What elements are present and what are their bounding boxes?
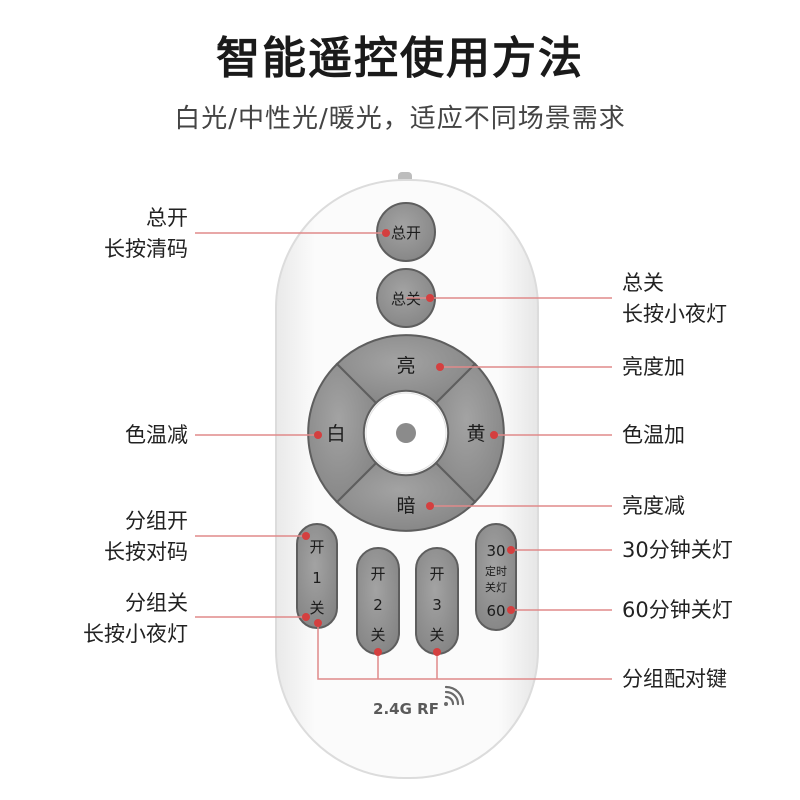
master-on-label: 总开 [391, 224, 421, 242]
callout-master-off-line2: 长按小夜灯 [622, 302, 727, 326]
group-3-number: 3 [432, 596, 442, 614]
group-2-on-label: 开 [370, 565, 385, 583]
group-3-off-label: 关 [429, 626, 444, 644]
dpad: 亮 黄 暗 白 [307, 334, 505, 532]
brightness-up-button[interactable]: 亮 [335, 334, 477, 405]
callout-brightness-up: 亮度加 [622, 352, 685, 383]
callout-timer-60-line1: 60分钟关灯 [622, 598, 733, 622]
marker-dots [302, 229, 515, 656]
timer-word-label: 定时 [485, 564, 507, 578]
dim-label: 暗 [396, 495, 415, 517]
callout-color-temp-up: 色温加 [622, 420, 685, 451]
callout-group-on-line1: 分组开 [125, 509, 188, 533]
callout-group-off: 分组关 长按小夜灯 [83, 588, 188, 650]
callout-master-off: 总关 长按小夜灯 [622, 268, 727, 330]
callout-brightness-down-line1: 亮度减 [622, 494, 685, 518]
timer-button[interactable]: 30 定时 关灯 60 [475, 523, 517, 631]
group-3-button[interactable]: 开 3 关 [415, 547, 459, 655]
group-2-number: 2 [373, 596, 383, 614]
bright-label: 亮 [396, 355, 415, 377]
group-1-button[interactable]: 开 1 关 [296, 523, 338, 629]
callout-pairing: 分组配对键 [622, 664, 727, 695]
callout-master-on-line1: 总开 [146, 206, 188, 230]
master-on-button[interactable]: 总开 [376, 202, 436, 262]
timer-60-label: 60 [486, 602, 505, 620]
white-label: 白 [326, 423, 345, 445]
callout-timer-30-line1: 30分钟关灯 [622, 538, 733, 562]
page-title: 智能遥控使用方法 [216, 33, 584, 84]
callout-timer-60: 60分钟关灯 [622, 595, 733, 626]
callout-group-on: 分组开 长按对码 [104, 506, 188, 568]
callout-pairing-line1: 分组配对键 [622, 667, 727, 691]
color-temp-down-button[interactable]: 白 [307, 362, 378, 504]
master-off-label: 总关 [391, 290, 421, 308]
timer-off-word-label: 关灯 [485, 580, 507, 594]
callout-master-on: 总开 长按清码 [104, 203, 188, 265]
group-2-off-label: 关 [370, 626, 385, 644]
callout-master-off-line1: 总关 [622, 271, 664, 295]
rf-label: 2.4G RF [373, 700, 439, 718]
callout-color-temp-down: 色温减 [125, 420, 188, 451]
group-2-button[interactable]: 开 2 关 [356, 547, 400, 655]
callout-group-off-line2: 长按小夜灯 [83, 622, 188, 646]
callout-color-temp-down-line1: 色温减 [125, 423, 188, 447]
yellow-label: 黄 [466, 423, 485, 445]
callout-brightness-up-line1: 亮度加 [622, 355, 685, 379]
page-subtitle: 白光/中性光/暖光，适应不同场景需求 [174, 104, 626, 134]
wireless-icon [444, 685, 465, 706]
timer-30-label: 30 [486, 542, 505, 560]
callout-group-off-line1: 分组关 [125, 591, 188, 615]
brightness-down-button[interactable]: 暗 [335, 461, 477, 532]
callout-group-on-line2: 长按对码 [104, 540, 188, 564]
group-1-on-label: 开 [309, 538, 324, 556]
leader-lines [195, 232, 612, 680]
indicator-led [396, 423, 416, 443]
group-1-off-label: 关 [309, 599, 324, 617]
callout-brightness-down: 亮度减 [622, 491, 685, 522]
callout-timer-30: 30分钟关灯 [622, 535, 733, 566]
group-1-number: 1 [312, 569, 322, 587]
callout-master-on-line2: 长按清码 [104, 237, 188, 261]
group-3-on-label: 开 [429, 565, 444, 583]
color-temp-up-button[interactable]: 黄 [434, 362, 505, 504]
callout-color-temp-up-line1: 色温加 [622, 423, 685, 447]
